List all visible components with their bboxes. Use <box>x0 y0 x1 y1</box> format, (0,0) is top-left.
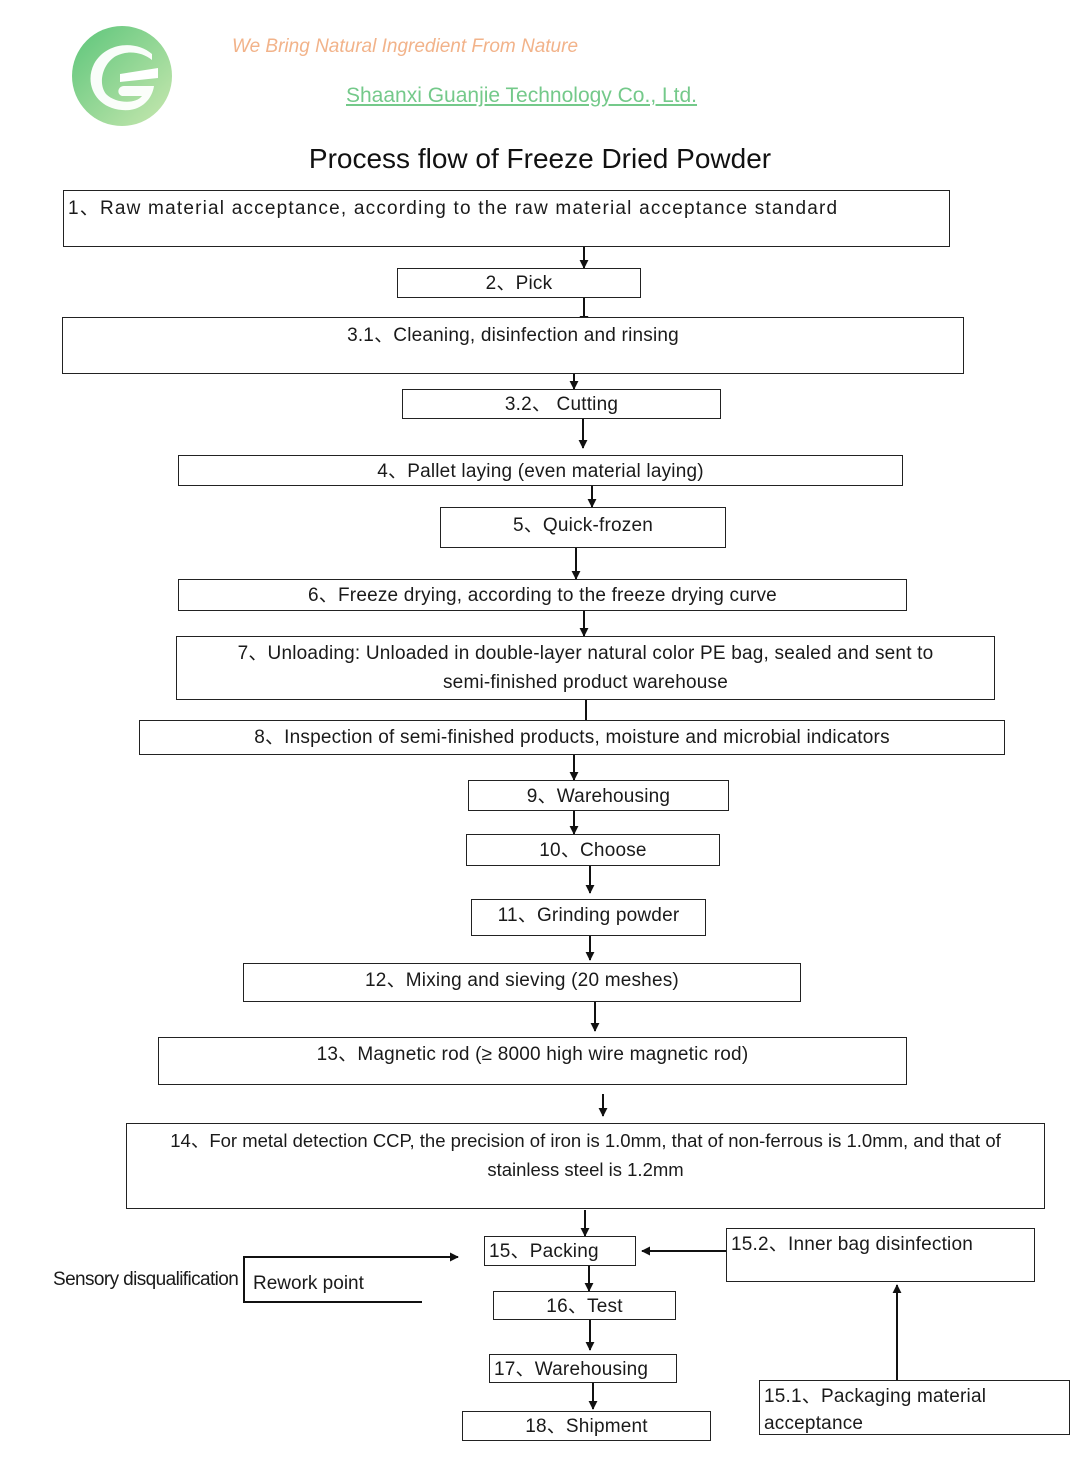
step-14-box: 14、For metal detection CCP, the precisio… <box>126 1123 1045 1209</box>
step-17-box: 17、Warehousing <box>489 1354 677 1383</box>
step-15-2-label: 15.2、Inner bag disinfection <box>731 1234 974 1255</box>
company-logo <box>72 26 172 126</box>
step-4-label: 4、Pallet laying (even material laying) <box>377 461 704 482</box>
step-13-box: 13、Magnetic rod (≥ 8000 high wire magnet… <box>158 1037 907 1085</box>
step-12-box: 12、Mixing and sieving (20 meshes) <box>243 963 801 1002</box>
step-3-2-box: 3.2、 Cutting <box>402 389 721 419</box>
tagline: We Bring Natural Ingredient From Nature <box>232 36 579 57</box>
step-16-label: 16、Test <box>546 1296 623 1317</box>
step-7-box: 7、Unloading: Unloaded in double-layer na… <box>176 636 995 700</box>
step-18-label: 18、Shipment <box>525 1416 648 1437</box>
step-7-label-line2: semi-finished product warehouse <box>442 672 728 693</box>
step-14-label-line1: 14、For metal detection CCP, the precisio… <box>170 1130 1001 1151</box>
page-title: Process flow of Freeze Dried Powder <box>308 143 772 174</box>
step-5-label: 5、Quick-frozen <box>512 515 654 536</box>
step-15-box: 15、Packing <box>484 1236 636 1266</box>
step-11-box: 11、Grinding powder <box>471 899 706 936</box>
rework-connector <box>243 1252 459 1303</box>
step-15-label: 15、Packing <box>489 1241 599 1262</box>
step-18-box: 18、Shipment <box>462 1411 711 1441</box>
step-15-2-box: 15.2、Inner bag disinfection <box>726 1228 1035 1282</box>
step-8-box: 8、Inspection of semi-finished products, … <box>139 720 1005 755</box>
step-8-label: 8、Inspection of semi-finished products, … <box>254 727 890 748</box>
step-15-1-label-line1: 15.1、Packaging material <box>764 1386 987 1407</box>
step-6-label: 6、Freeze drying, according to the freeze… <box>308 585 777 606</box>
step-3-1-box: 3.1、Cleaning, disinfection and rinsing <box>62 317 964 374</box>
rework-point-label: Rework point <box>253 1273 364 1294</box>
step-9-label: 9、Warehousing <box>526 786 671 807</box>
step-10-label: 10、Choose <box>539 840 647 861</box>
step-2-label: 2、Pick <box>485 273 553 294</box>
step-17-label: 17、Warehousing <box>494 1359 649 1380</box>
step-5-box: 5、Quick-frozen <box>440 507 726 548</box>
sensory-disqualification-label: Sensory disqualification <box>53 1269 239 1290</box>
step-6-box: 6、Freeze drying, according to the freeze… <box>178 579 907 611</box>
step-3-2-label: 3.2、 Cutting <box>504 394 619 415</box>
step-3-1-label: 3.1、Cleaning, disinfection and rinsing <box>347 325 679 346</box>
step-1-label: 1、Raw material acceptance, according to … <box>68 198 839 219</box>
step-14-label-line2: stainless steel is 1.2mm <box>487 1159 684 1180</box>
step-12-label: 12、Mixing and sieving (20 meshes) <box>365 970 679 991</box>
company-link[interactable]: Shaanxi Guanjie Technology Co., Ltd. <box>346 84 698 107</box>
step-13-label: 13、Magnetic rod (≥ 8000 high wire magnet… <box>316 1044 749 1065</box>
step-11-label: 11、Grinding powder <box>497 905 680 926</box>
step-4-box: 4、Pallet laying (even material laying) <box>178 455 903 486</box>
step-10-box: 10、Choose <box>466 834 720 866</box>
step-15-1-box: 15.1、Packaging material acceptance <box>759 1380 1070 1435</box>
step-7-label-line1: 7、Unloading: Unloaded in double-layer na… <box>237 643 934 664</box>
step-15-1-label-line2: acceptance <box>764 1413 864 1434</box>
step-9-box: 9、Warehousing <box>468 780 729 811</box>
step-2-box: 2、Pick <box>397 268 641 298</box>
step-1-box: 1、Raw material acceptance, according to … <box>63 190 950 247</box>
step-16-box: 16、Test <box>493 1291 676 1320</box>
